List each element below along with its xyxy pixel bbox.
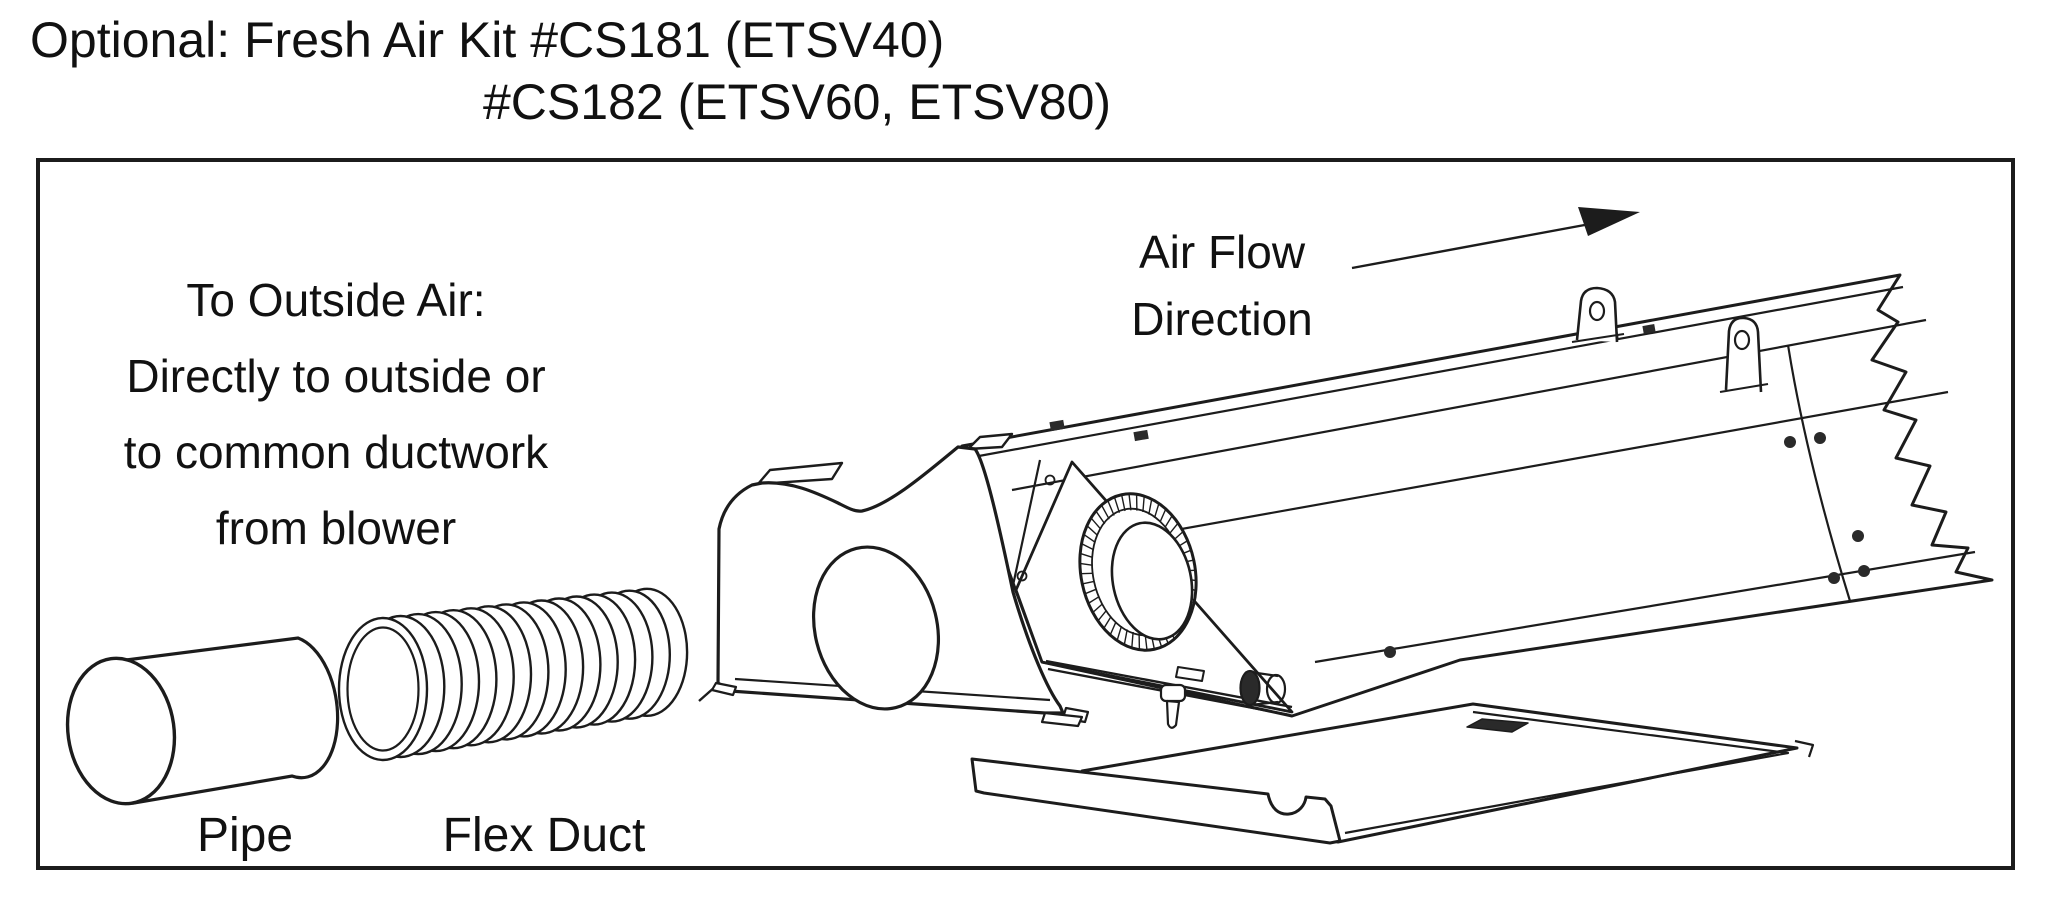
heater-unit-drawing <box>960 273 1994 729</box>
drain-bolt <box>1159 683 1187 729</box>
end-cover-drawing <box>698 432 1084 728</box>
mounting-bracket <box>1719 316 1769 393</box>
mounting-bracket <box>1571 286 1625 343</box>
note-line-1: To Outside Air: <box>186 274 485 326</box>
outside-air-note: To Outside Air: Directly to outside or t… <box>124 274 549 554</box>
pan-clip <box>1466 718 1529 733</box>
header-title-line2: #CS182 (ETSV60, ETSV80) <box>483 74 1111 130</box>
air-flow-line-1: Air Flow <box>1139 226 1306 278</box>
air-flow-line-2: Direction <box>1131 293 1313 345</box>
cover-foot <box>710 681 738 697</box>
flex-duct-drawing <box>337 587 689 762</box>
gas-port <box>1239 669 1287 707</box>
flex-duct-label: Flex Duct <box>443 809 646 862</box>
note-line-4: from blower <box>216 502 456 554</box>
pan-front-lip <box>970 757 1342 845</box>
rivets <box>1384 432 1870 658</box>
air-flow-arrow-icon <box>1351 207 1640 270</box>
cover-tab <box>756 461 844 486</box>
note-line-2: Directly to outside or <box>126 350 545 402</box>
pipe-label: Pipe <box>197 809 293 862</box>
air-flow-label: Air Flow Direction <box>1131 226 1313 345</box>
cover-foot <box>1040 711 1084 728</box>
cover-hole <box>811 545 941 711</box>
note-line-3: to common ductwork <box>124 426 549 478</box>
pipe-drawing <box>65 636 340 806</box>
intake-collar <box>1078 492 1198 652</box>
cover-tab <box>966 432 1014 451</box>
header-title-line1: Optional: Fresh Air Kit #CS181 (ETSV40) <box>30 12 944 68</box>
bottom-pan-drawing <box>970 702 1815 845</box>
diagram-border <box>36 158 2015 870</box>
rail-clamp <box>1175 666 1205 682</box>
